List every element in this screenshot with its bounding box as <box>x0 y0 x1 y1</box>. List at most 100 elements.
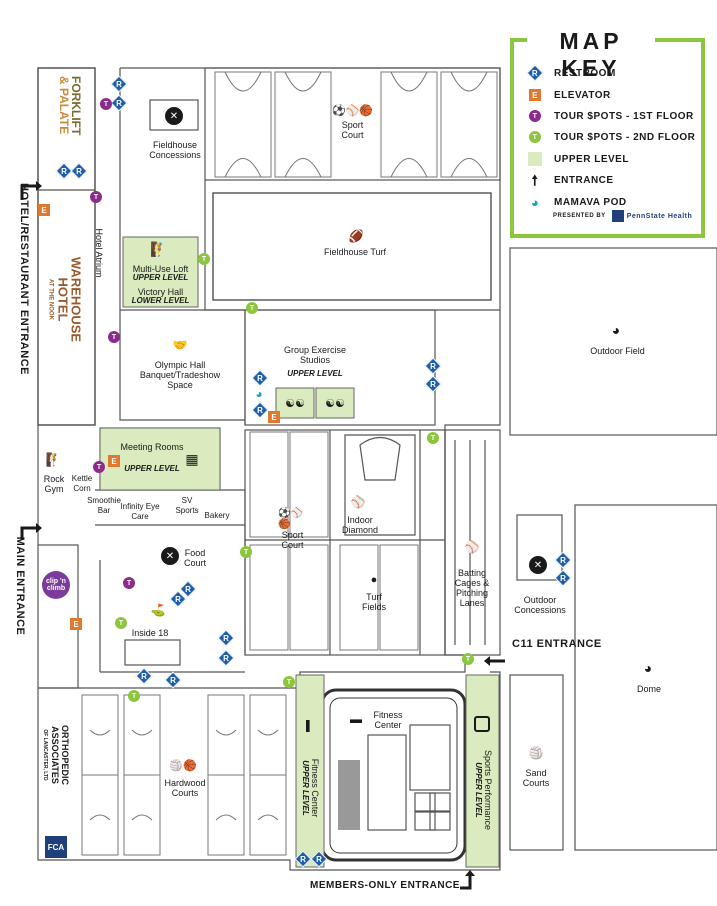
tour-2nd-floor-marker: T <box>246 302 258 314</box>
fieldhouse-turf-label: Fieldhouse Turf <box>323 247 387 257</box>
key-row-tour-2nd: T TOUR $POTS - 2ND FLOOR <box>528 130 695 144</box>
elevator-marker: E <box>108 455 120 467</box>
meeting-rooms-label: Meeting Rooms <box>120 442 184 452</box>
inside-18-label: Inside 18 <box>131 628 169 638</box>
studio-people-icon-2: ☯☯ <box>325 397 345 410</box>
tour-2nd-floor-marker: T <box>115 617 127 629</box>
food-icon: ✕ <box>165 107 183 125</box>
forklift-palate-logo: FORKLIFT& PALATE <box>57 76 83 136</box>
bakery-label: Bakery <box>204 511 230 520</box>
fca-logo: FCA <box>45 836 67 858</box>
tour-2nd-floor-icon: T <box>529 131 541 143</box>
outdoor-field-label: Outdoor Field <box>590 346 645 356</box>
football-icon: 🏈 <box>348 229 364 243</box>
rock-gym-label: Rock Gym <box>43 474 65 494</box>
batting-icon: ⚾ <box>464 540 480 554</box>
tour-2nd-floor-marker: T <box>283 676 295 688</box>
entrance-arrow-icon: 🠕 <box>531 172 539 188</box>
key-row-upper-level: UPPER LEVEL <box>528 152 629 166</box>
handshake-icon: 🤝 <box>172 338 188 352</box>
tour-1st-floor-marker: T <box>100 98 112 110</box>
group-exercise-level: UPPER LEVEL <box>287 369 343 378</box>
presented-by: PRESENTED BY PennState Health <box>553 210 692 222</box>
pennstate-shield-icon <box>611 210 624 222</box>
hotel-restaurant-entrance-label: HOTEL/RESTAURANT ENTRANCE <box>18 183 30 375</box>
sport-court-mid-icon: ⚽⚾🏀 <box>278 508 303 530</box>
smoothie-bar-label: Smoothie Bar <box>87 496 121 515</box>
outdoor-concessions-icon: ✕ <box>529 556 547 574</box>
elevator-marker: E <box>70 618 82 630</box>
dome-icon: ◕ <box>643 660 653 676</box>
hardwood-courts-label: Hardwood Courts <box>164 778 206 798</box>
tour-2nd-floor-marker: T <box>198 253 210 265</box>
fitness-center-side-label: Fitness Center UPPER LEVEL <box>301 758 320 818</box>
tour-1st-floor-marker: T <box>108 331 120 343</box>
sport-court-icon: ⚽⚾🏀 <box>331 104 374 117</box>
sv-sports-label: SV Sports <box>175 496 199 515</box>
tour-2nd-floor-marker: T <box>427 432 439 444</box>
clip-n-climb-logo: clip 'n climb <box>42 571 70 599</box>
turf-fields-label: Turf Fields <box>361 592 386 612</box>
elevator-marker: E <box>268 411 280 423</box>
baseball-icon: ⚾ <box>350 495 366 509</box>
sports-performance-icon <box>474 716 490 732</box>
members-only-entrance-label: MEMBERS-ONLY ENTRANCE <box>310 880 460 891</box>
batting-cages-label: Batting Cages & Pitching Lanes <box>454 568 490 608</box>
main-entrance-label: MAIN ENTRANCE <box>14 536 26 636</box>
key-row-elevator: E ELEVATOR <box>528 88 611 102</box>
dumbbell-icon: ▬ <box>350 712 362 726</box>
tour-2nd-floor-marker: T <box>462 653 474 665</box>
key-row-restroom: R RESTROOM <box>526 64 616 82</box>
restroom-icon: R <box>526 64 544 82</box>
victory-hall-label: Victory Hall <box>137 287 184 297</box>
studio-people-icon: ☯☯ <box>285 397 305 410</box>
sand-volleyball-icon: 🏐 <box>528 746 544 760</box>
dome-label: Dome <box>636 684 661 694</box>
kettle-corn-label: Kettle Corn <box>71 474 93 493</box>
outdoor-field-icon: ◕ <box>611 322 621 338</box>
sports-performance-label: Sports Performance UPPER LEVEL <box>474 749 493 831</box>
group-exercise-label: Group Exercise Studios <box>283 345 347 365</box>
tour-2nd-floor-marker: T <box>240 546 252 558</box>
meeting-table-icon: ▦ <box>185 450 199 467</box>
fitness-center-label: Fitness Center <box>373 710 403 730</box>
elevator-icon: E <box>529 89 541 101</box>
multi-use-loft-level: UPPER LEVEL <box>132 273 189 282</box>
sand-courts-label: Sand Courts <box>522 768 550 788</box>
key-row-tour-1st: T TOUR $POTS - 1ST FLOOR <box>528 109 694 123</box>
sport-court-mid-label: Sport Court <box>281 530 304 550</box>
food-court-label: Food Court <box>183 548 206 568</box>
food-court-icon: ✕ <box>161 547 179 565</box>
mamava-pod-marker: ◕ <box>255 387 263 401</box>
tour-1st-floor-icon: T <box>529 110 541 122</box>
tour-1st-floor-marker: T <box>123 577 135 589</box>
key-row-entrance: 🠕 ENTRANCE <box>528 173 614 187</box>
elevator-marker: E <box>38 204 50 216</box>
mamava-pod-icon: ◕ <box>530 195 540 210</box>
volleyball-basketball-icon: 🏐🏀 <box>169 759 197 772</box>
outdoor-concessions-label: Outdoor Concessions <box>514 595 566 615</box>
tour-1st-floor-marker: T <box>93 461 105 473</box>
victory-hall-level: LOWER LEVEL <box>131 296 190 305</box>
rock-climbing-icon: 🧗 <box>45 452 63 467</box>
infinity-eye-care-label: Infinity Eye Care <box>120 502 160 521</box>
tour-1st-floor-marker: T <box>90 191 102 203</box>
olympic-hall-label: Olympic Hall Banquet/Tradeshow Space <box>139 360 221 390</box>
indoor-diamond-label: Indoor Diamond <box>341 515 379 535</box>
climbing-icon: 🧗 <box>150 240 168 257</box>
upper-level-swatch <box>528 152 542 166</box>
dumbbell-side-icon: ▬ <box>303 720 317 732</box>
key-row-mamava: ◕ MAMAVA POD <box>528 195 627 210</box>
map-key-title: MAP KEY <box>527 28 655 82</box>
multi-use-loft-label: Multi-Use Loft <box>132 264 189 274</box>
c11-entrance-label: C11 ENTRANCE <box>512 638 602 650</box>
sport-court-top-label: Sport Court <box>341 120 364 140</box>
hotel-atrium-label: Hotel Atrium <box>94 228 104 278</box>
meeting-rooms-level: UPPER LEVEL <box>124 464 180 473</box>
golf-icon: ⛳ <box>150 603 166 617</box>
fieldhouse-concessions-label: Fieldhouse Concessions <box>149 140 201 160</box>
